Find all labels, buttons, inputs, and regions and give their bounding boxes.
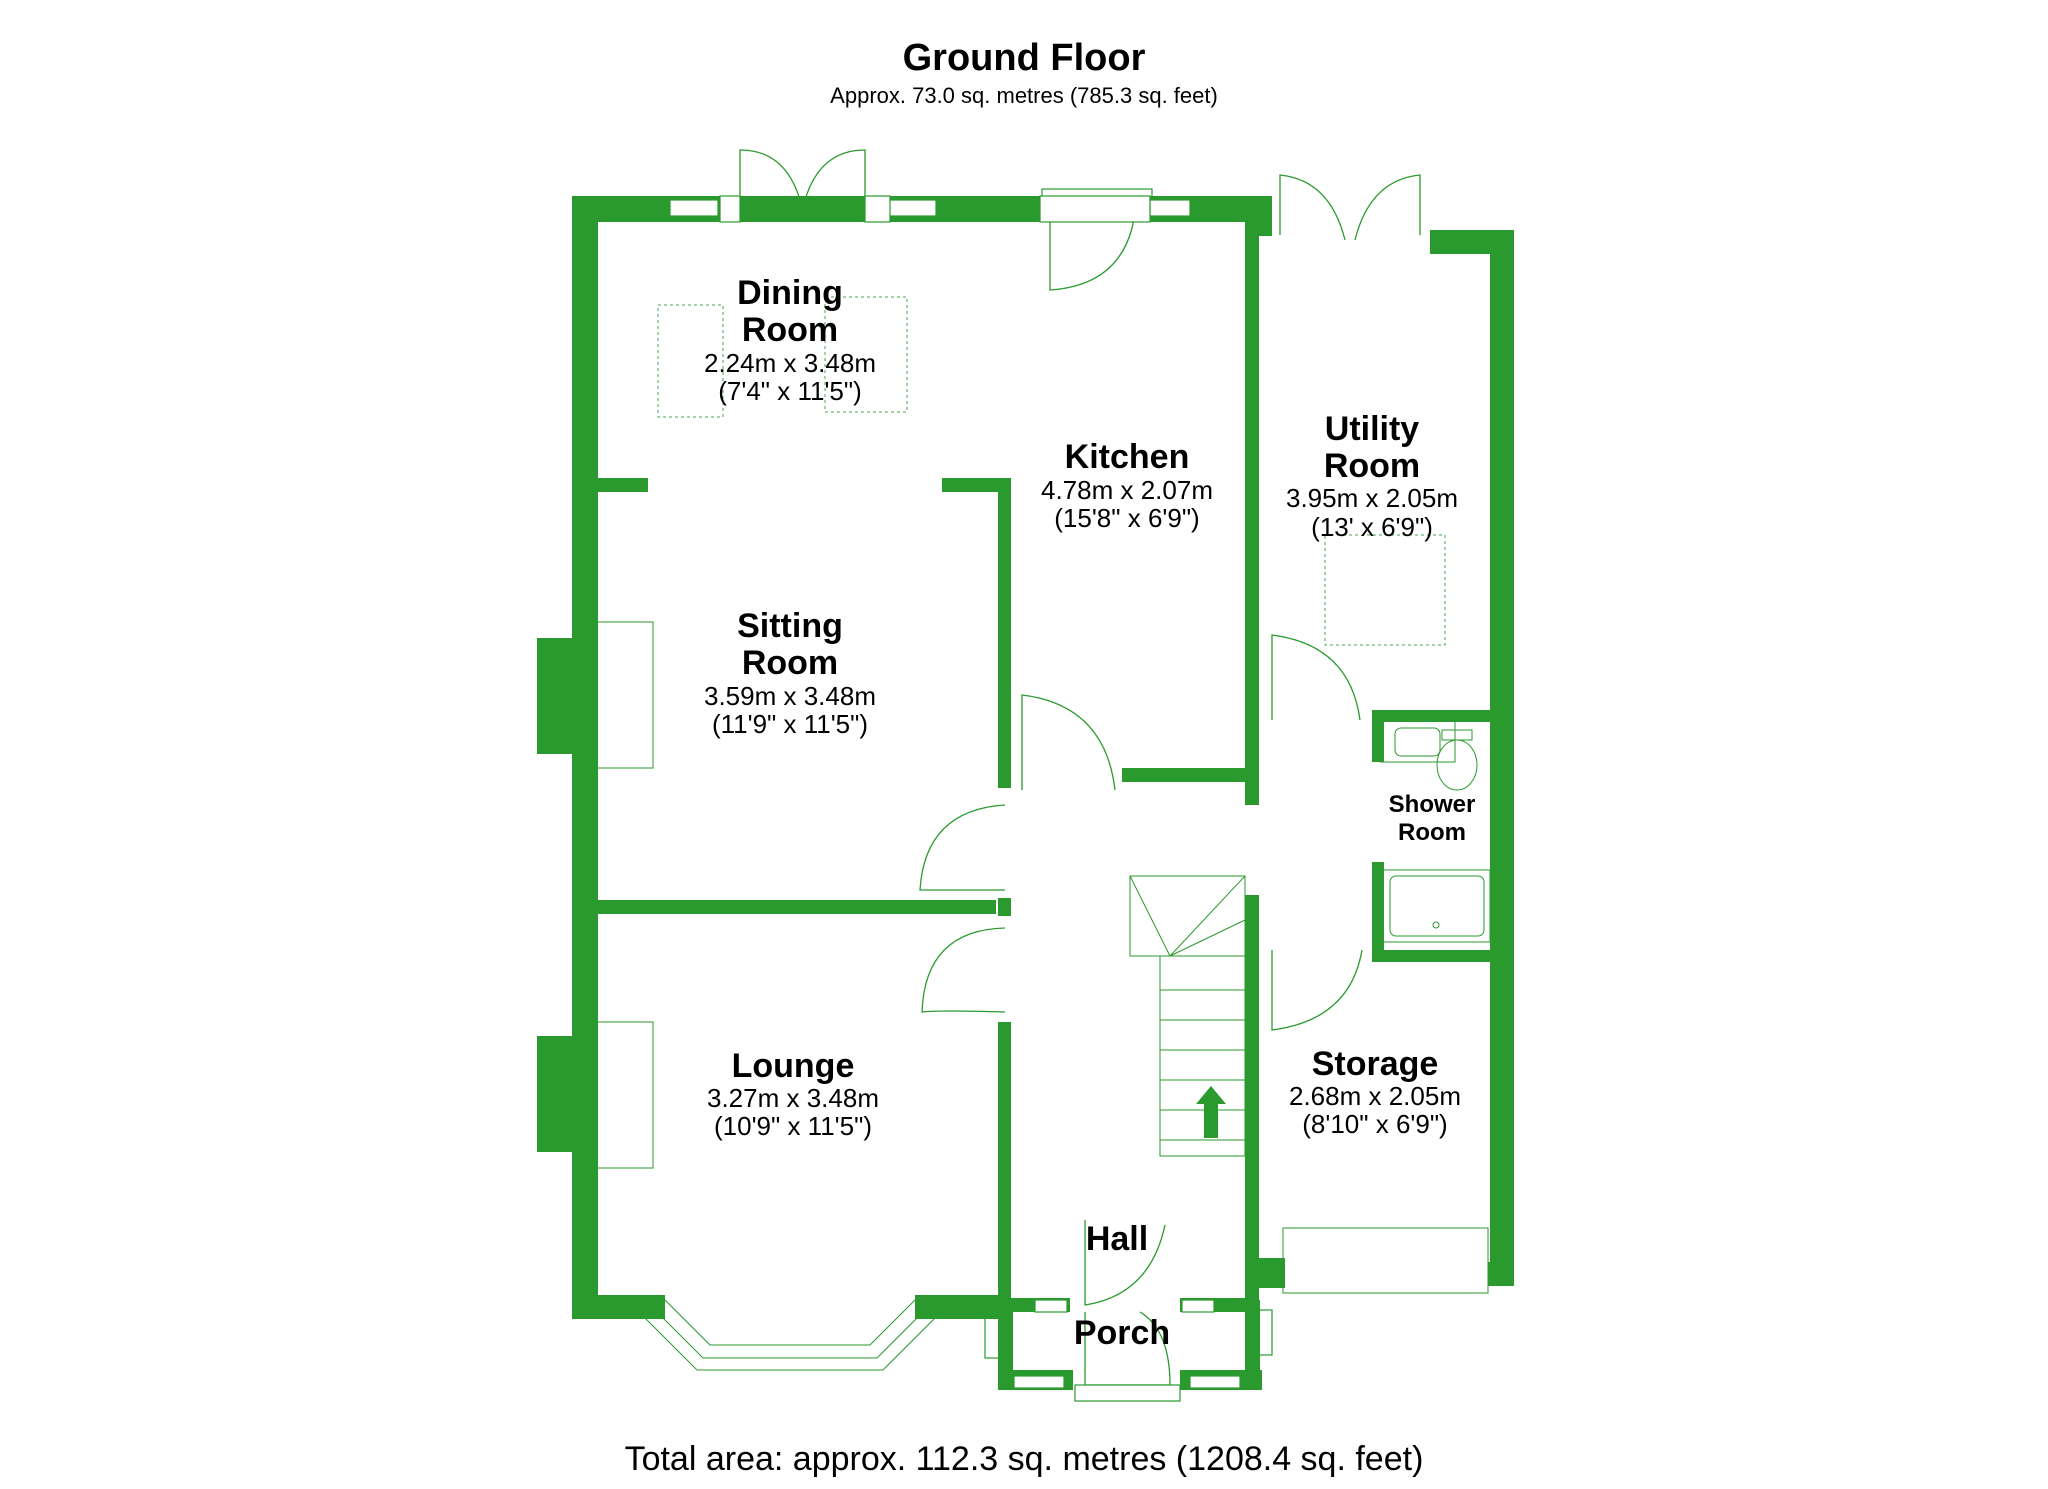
utility-dim-metric: 3.95m x 2.05m	[1286, 483, 1458, 513]
kitchen-dim-metric: 4.78m x 2.07m	[1041, 475, 1213, 505]
sitting-name-1: Sitting	[737, 607, 843, 645]
sitting-name-2: Room	[742, 644, 838, 682]
porch-name: Porch	[1074, 1314, 1170, 1352]
room-dining: Dining Room 2.24m x 3.48m (7'4" x 11'5")	[704, 274, 876, 406]
plan-title: Ground Floor	[903, 37, 1146, 79]
shower-name-2: Room	[1398, 819, 1466, 846]
stairs-up-arrow-icon	[1196, 1086, 1226, 1138]
dining-name-2: Room	[742, 311, 838, 349]
room-utility: Utility Room 3.95m x 2.05m (13' x 6'9")	[1286, 410, 1458, 542]
total-area: Total area: approx. 112.3 sq. metres (12…	[625, 1440, 1424, 1478]
room-hall: Hall	[1086, 1220, 1148, 1258]
dining-dim-metric: 2.24m x 3.48m	[704, 348, 876, 378]
sitting-dim-metric: 3.59m x 3.48m	[704, 681, 876, 711]
utility-name-2: Room	[1324, 447, 1420, 485]
room-sitting: Sitting Room 3.59m x 3.48m (11'9" x 11'5…	[704, 607, 876, 739]
hall-name: Hall	[1086, 1220, 1148, 1258]
storage-dim-imperial: (8'10" x 6'9")	[1302, 1109, 1447, 1139]
lounge-dim-imperial: (10'9" x 11'5")	[714, 1111, 872, 1141]
lounge-dim-metric: 3.27m x 3.48m	[707, 1083, 879, 1113]
utility-dim-imperial: (13' x 6'9")	[1311, 512, 1433, 542]
kitchen-dim-imperial: (15'8" x 6'9")	[1054, 503, 1199, 533]
storage-dim-metric: 2.68m x 2.05m	[1289, 1081, 1461, 1111]
room-kitchen: Kitchen 4.78m x 2.07m (15'8" x 6'9")	[1041, 438, 1213, 533]
dining-name-1: Dining	[737, 274, 843, 312]
room-storage: Storage 2.68m x 2.05m (8'10" x 6'9")	[1289, 1045, 1461, 1139]
dining-dim-imperial: (7'4" x 11'5")	[718, 376, 862, 406]
windows	[669, 195, 1241, 1389]
room-shower: Shower Room	[1389, 791, 1476, 846]
walls	[537, 196, 1514, 1390]
room-porch: Porch	[1074, 1314, 1170, 1352]
fixtures	[596, 149, 1491, 1402]
room-lounge: Lounge 3.27m x 3.48m (10'9" x 11'5")	[707, 1047, 879, 1141]
kitchen-name: Kitchen	[1065, 438, 1190, 476]
shower-name-1: Shower	[1389, 791, 1476, 818]
lounge-name: Lounge	[732, 1047, 855, 1085]
storage-name: Storage	[1312, 1045, 1439, 1083]
sitting-dim-imperial: (11'9" x 11'5")	[712, 709, 868, 739]
utility-name-1: Utility	[1325, 410, 1420, 448]
plan-subtitle: Approx. 73.0 sq. metres (785.3 sq. feet)	[830, 83, 1218, 108]
